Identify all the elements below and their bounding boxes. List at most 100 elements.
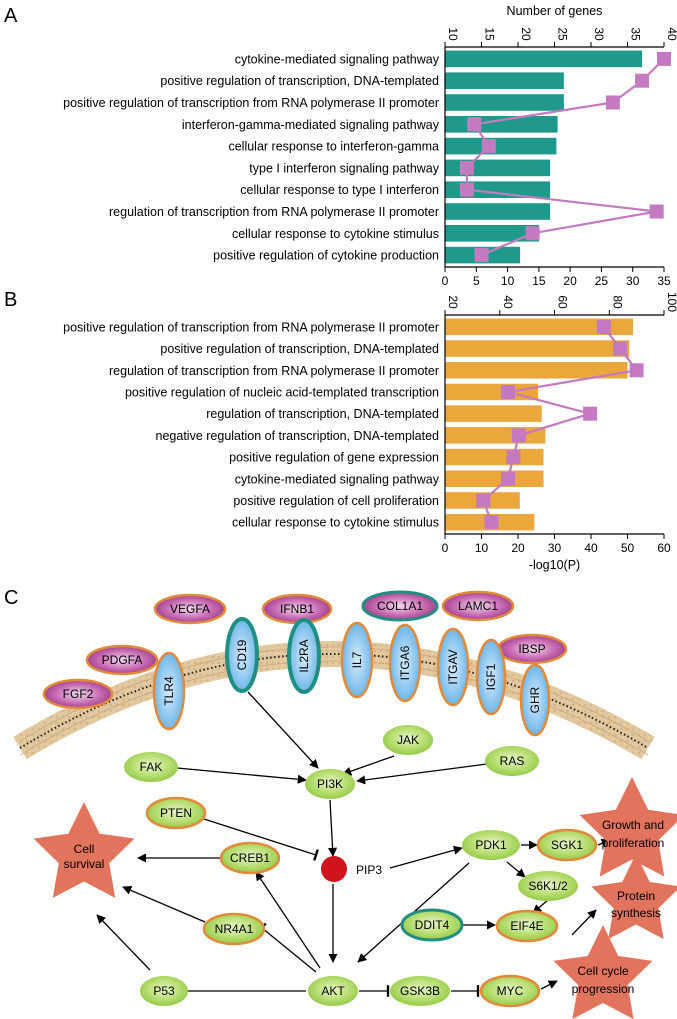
node-akt[interactable]: AKT	[308, 976, 358, 1006]
node-label: CREB1	[230, 851, 270, 865]
ligand-ibsp[interactable]: IBSP	[496, 633, 568, 665]
gene-count-point	[596, 319, 611, 334]
node-label: PI3K	[317, 777, 343, 791]
outcome-protein-synthesis[interactable]: Protein synthesis	[591, 854, 677, 939]
node-creb1[interactable]: CREB1	[219, 841, 281, 875]
bar	[445, 470, 544, 487]
gene-count-line	[482, 326, 639, 523]
outcome-cell-cycle-progression[interactable]: Cell cycle progression	[553, 925, 653, 1019]
bar	[445, 72, 564, 89]
category-label: cellular response to type I interferon	[240, 183, 439, 197]
gene-count-line	[465, 58, 665, 257]
gene-count-point	[467, 117, 482, 132]
top-tick-label: 35	[629, 27, 643, 41]
ligand-fgf2[interactable]: FGF2	[42, 678, 114, 710]
node-label: AKT	[321, 984, 345, 998]
ligand-vegfa[interactable]: VEGFA	[153, 593, 227, 625]
category-label: regulation of transcription from RNA pol…	[109, 364, 439, 378]
node-eif4e[interactable]: EIF4E	[495, 909, 559, 943]
receptor-il2ra[interactable]: IL2RA	[287, 618, 321, 694]
node-label: PIP3	[356, 863, 382, 877]
receptor-label: GHR	[528, 686, 542, 713]
receptor-itgav[interactable]: ITGAV	[436, 627, 470, 707]
receptor-cd19[interactable]: CD19	[225, 617, 259, 693]
edge-ras-pi3k	[356, 763, 488, 785]
receptor-ghr[interactable]: GHR	[519, 663, 551, 737]
bar	[445, 116, 558, 133]
node-ras[interactable]: RAS	[485, 746, 539, 776]
category-label: cellular response to cytokine stimulus	[232, 516, 439, 530]
receptor-label: IL7	[350, 651, 364, 668]
receptor-il7[interactable]: IL7	[340, 621, 374, 699]
top-tick-label: 20	[519, 27, 533, 41]
ligand-label: PDGFA	[102, 653, 143, 667]
gene-count-point	[459, 182, 474, 197]
outcome-label: Growth and	[602, 818, 664, 832]
bar	[445, 448, 544, 466]
node-label: EIF4E	[510, 919, 543, 933]
node-gsk3b[interactable]: GSK3B	[390, 976, 450, 1006]
node-label: DDIT4	[415, 918, 450, 932]
node-label: RAS	[500, 754, 525, 768]
outcome-label: survival	[64, 857, 105, 871]
node-pdk1[interactable]: PDK1	[462, 830, 520, 860]
chart-b: positive regulation of transcription fro…	[63, 292, 677, 572]
bar	[445, 94, 564, 111]
receptor-label: CD19	[235, 639, 249, 670]
node-pten[interactable]: PTEN	[145, 796, 207, 830]
bottom-tick-label: 30	[548, 541, 562, 555]
gene-count-point	[525, 226, 540, 241]
node-p53[interactable]: P53	[140, 976, 188, 1006]
node-s6k[interactable]: S6K1/2	[518, 871, 578, 901]
node-label: S6K1/2	[528, 879, 568, 893]
ligand-ifnb1[interactable]: IFNB1	[261, 593, 333, 625]
ligand-lamc1[interactable]: LAMC1	[441, 590, 515, 622]
receptor-label: IL2RA	[297, 639, 311, 672]
gene-count-point	[506, 450, 521, 465]
node-label: P53	[153, 984, 175, 998]
top-tick-label: 15	[483, 27, 497, 41]
outcome-label: Cell cycle	[577, 964, 629, 978]
node-label: MYC	[497, 984, 524, 998]
gene-count-point	[583, 406, 598, 421]
ligand-pdgfa[interactable]: PDGFA	[85, 644, 159, 676]
gene-count-point	[501, 385, 515, 399]
receptor-tlr4[interactable]: TLR4	[152, 651, 186, 731]
bottom-tick-label: 0	[442, 541, 449, 555]
bar	[445, 318, 633, 336]
receptor-igf1[interactable]: IGF1	[475, 638, 507, 716]
receptor-label: TLR4	[162, 676, 176, 706]
node-nr4a1[interactable]: NR4A1	[202, 912, 266, 946]
gene-count-point	[474, 248, 489, 263]
bottom-tick-label: 20	[563, 274, 577, 288]
bar	[445, 50, 643, 68]
category-label: type I interferon signaling pathway	[249, 161, 439, 175]
node-label: NR4A1	[215, 922, 254, 936]
top-tick-label: 100	[665, 292, 677, 312]
edge-pdk1-s6k	[506, 861, 526, 878]
node-ddit4[interactable]: DDIT4	[400, 908, 464, 942]
gene-count-point	[635, 73, 650, 88]
node-fak[interactable]: FAK	[124, 752, 178, 782]
bottom-tick-label: 50	[621, 541, 635, 555]
bottom-tick-label: 0	[442, 274, 449, 288]
ligand-col1a1[interactable]: COL1A1	[361, 590, 439, 622]
pathway-arrows	[96, 691, 611, 997]
receptor-itga6[interactable]: ITGA6	[388, 623, 422, 703]
bottom-axis-title: -log10(P)	[529, 558, 580, 572]
category-label: cellular response to cytokine stimulus	[232, 227, 439, 241]
node-myc[interactable]: MYC	[479, 974, 541, 1008]
category-label: positive regulation of transcription fro…	[63, 96, 439, 110]
edge-p53-survival	[96, 914, 151, 971]
gene-count-point	[481, 139, 496, 154]
node-jak[interactable]: JAK	[383, 725, 433, 755]
outcome-cell-survival[interactable]: Cell survival	[33, 802, 135, 898]
receptor-label: ITGAV	[446, 649, 460, 684]
node-pip3[interactable]: PIP3	[321, 856, 382, 882]
node-pi3k[interactable]: PI3K	[305, 769, 355, 799]
outcome-growth-proliferation[interactable]: Growth and proliferation	[579, 777, 677, 877]
node-sgk1[interactable]: SGK1	[536, 828, 598, 862]
edge-cd19-pi3k	[247, 691, 319, 769]
category-label: interferon-gamma-mediated signaling path…	[182, 118, 440, 132]
